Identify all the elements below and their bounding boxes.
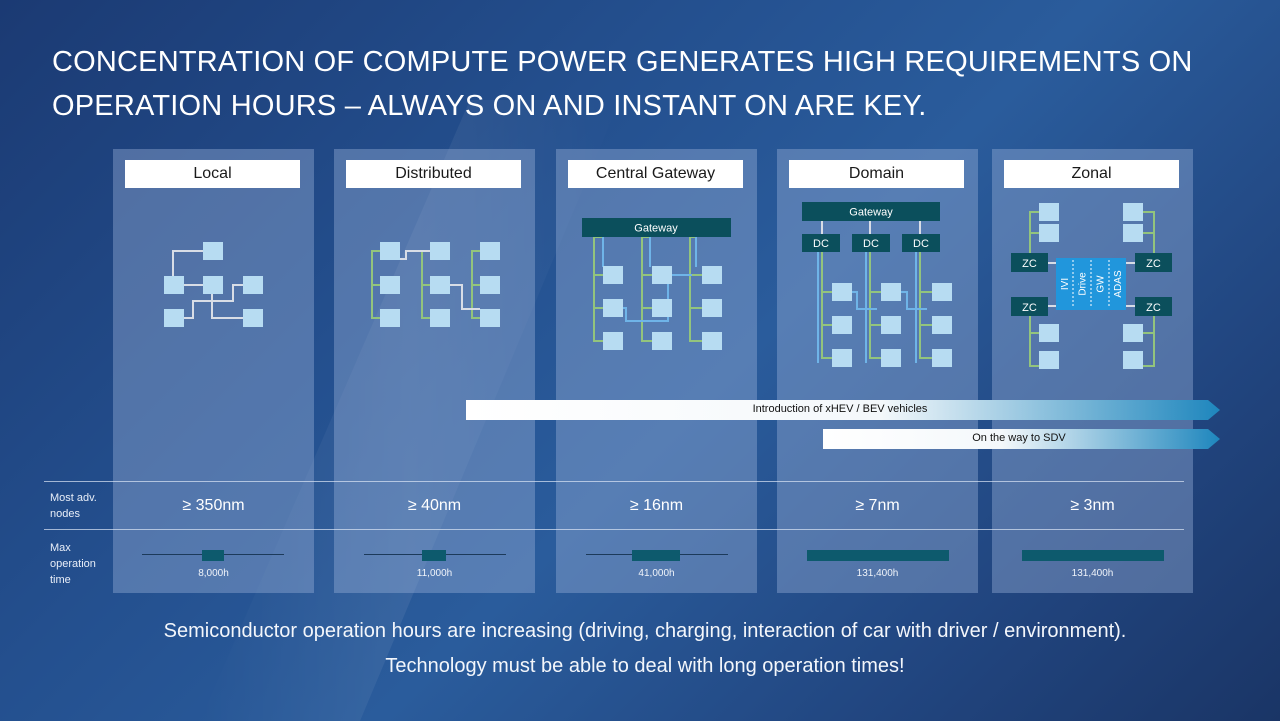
xhev-bev-arrow	[466, 400, 1220, 420]
row-label-nodes-line2: nodes	[50, 508, 80, 520]
zc-label-2: ZC	[1146, 258, 1161, 270]
gateway-label: Gateway	[634, 223, 678, 235]
node-value-local: ≥ 350nm	[182, 497, 245, 514]
panel-local: Local	[113, 149, 314, 593]
zc-box-top-left	[1011, 253, 1048, 272]
panel-zonal: Zonal IVI Drive GW ADAS	[992, 149, 1193, 593]
zc-box-bottom-right	[1135, 297, 1172, 316]
row-label-nodes-line1: Most adv.	[50, 492, 97, 504]
sdv-arrow-label: On the way to SDV	[972, 432, 1066, 444]
node-value-domain: ≥ 7nm	[855, 497, 900, 514]
panel-domain: Domain Gateway DC DC DC	[777, 149, 978, 593]
adas-label: ADAS	[1113, 270, 1124, 298]
row-label-operation-time: Max operation time	[50, 540, 120, 588]
zc-box-bottom-left	[1011, 297, 1048, 316]
zc-label-3: ZC	[1022, 302, 1037, 314]
panel-header-central-gateway: Central Gateway	[568, 160, 743, 188]
title-line-1: CONCENTRATION OF COMPUTE POWER GENERATES…	[52, 46, 1193, 78]
panel-header-distributed: Distributed	[346, 160, 521, 188]
hours-bar-distributed	[421, 550, 447, 561]
hours-label-domain: 131,400h	[856, 568, 899, 579]
row-label-time-line1: Max	[50, 542, 71, 554]
hours-bar-central-gateway	[632, 550, 680, 561]
panel-header-domain: Domain	[789, 160, 964, 188]
hours-label-central-gateway: 41,000h	[638, 568, 675, 579]
gw-label: GW	[1096, 275, 1107, 293]
hours-label-zonal: 131,400h	[1071, 568, 1114, 579]
ivi-label: IVI	[1060, 278, 1071, 290]
panel-header-zonal: Zonal	[1004, 160, 1179, 188]
hours-bar-domain	[807, 550, 949, 561]
domain-architecture-diagram: Gateway DC DC DC	[802, 202, 952, 367]
panel-header-local: Local	[125, 160, 300, 188]
hours-label-distributed: 11,000h	[416, 568, 453, 579]
domain-gateway-label: Gateway	[849, 207, 893, 219]
panel-central-gateway: Central Gateway Gateway	[556, 149, 757, 593]
dc-box-1	[802, 234, 840, 252]
row-divider-middle	[44, 529, 1184, 530]
row-label-nodes: Most adv. nodes	[50, 490, 120, 522]
dc-label-2: DC	[863, 238, 879, 250]
node-value-central-gateway: ≥ 16nm	[629, 497, 684, 514]
zc-box-top-right	[1135, 253, 1172, 272]
sdv-arrow	[823, 429, 1220, 449]
dc-box-3	[902, 234, 940, 252]
domain-gateway-box	[802, 202, 940, 221]
zc-label-4: ZC	[1146, 302, 1161, 314]
central-gateway-architecture-diagram: Gateway	[582, 218, 731, 350]
dc-label-1: DC	[813, 238, 829, 250]
xhev-bev-arrow-label: Introduction of xHEV / BEV vehicles	[752, 403, 928, 415]
row-label-time-line2: operation	[50, 558, 96, 570]
drive-label: Drive	[1078, 272, 1089, 296]
row-divider-top	[44, 481, 1184, 482]
hours-label-local: 8,000h	[198, 568, 229, 579]
slide-title: CONCENTRATION OF COMPUTE POWER GENERATES…	[52, 40, 1232, 128]
zc-label-1: ZC	[1022, 258, 1037, 270]
caption-line-1: Semiconductor operation hours are increa…	[163, 620, 1127, 642]
hours-bar-local	[202, 550, 224, 561]
distributed-architecture-diagram	[371, 242, 500, 327]
dc-label-3: DC	[913, 238, 929, 250]
node-value-distributed: ≥ 40nm	[407, 497, 462, 514]
caption-line-2: Technology must be able to deal with lon…	[385, 655, 905, 677]
local-architecture-diagram	[164, 242, 263, 327]
gateway-box	[582, 218, 731, 237]
hours-bar-zonal	[1022, 550, 1164, 561]
title-line-2: OPERATION HOURS – ALWAYS ON AND INSTANT …	[52, 90, 927, 122]
node-value-zonal: ≥ 3nm	[1070, 497, 1115, 514]
dc-box-2	[852, 234, 890, 252]
row-label-time-line3: time	[50, 574, 71, 586]
zonal-architecture-diagram: IVI Drive GW ADAS ZC ZC ZC ZC	[1011, 203, 1172, 369]
panel-distributed: Distributed	[334, 149, 535, 593]
